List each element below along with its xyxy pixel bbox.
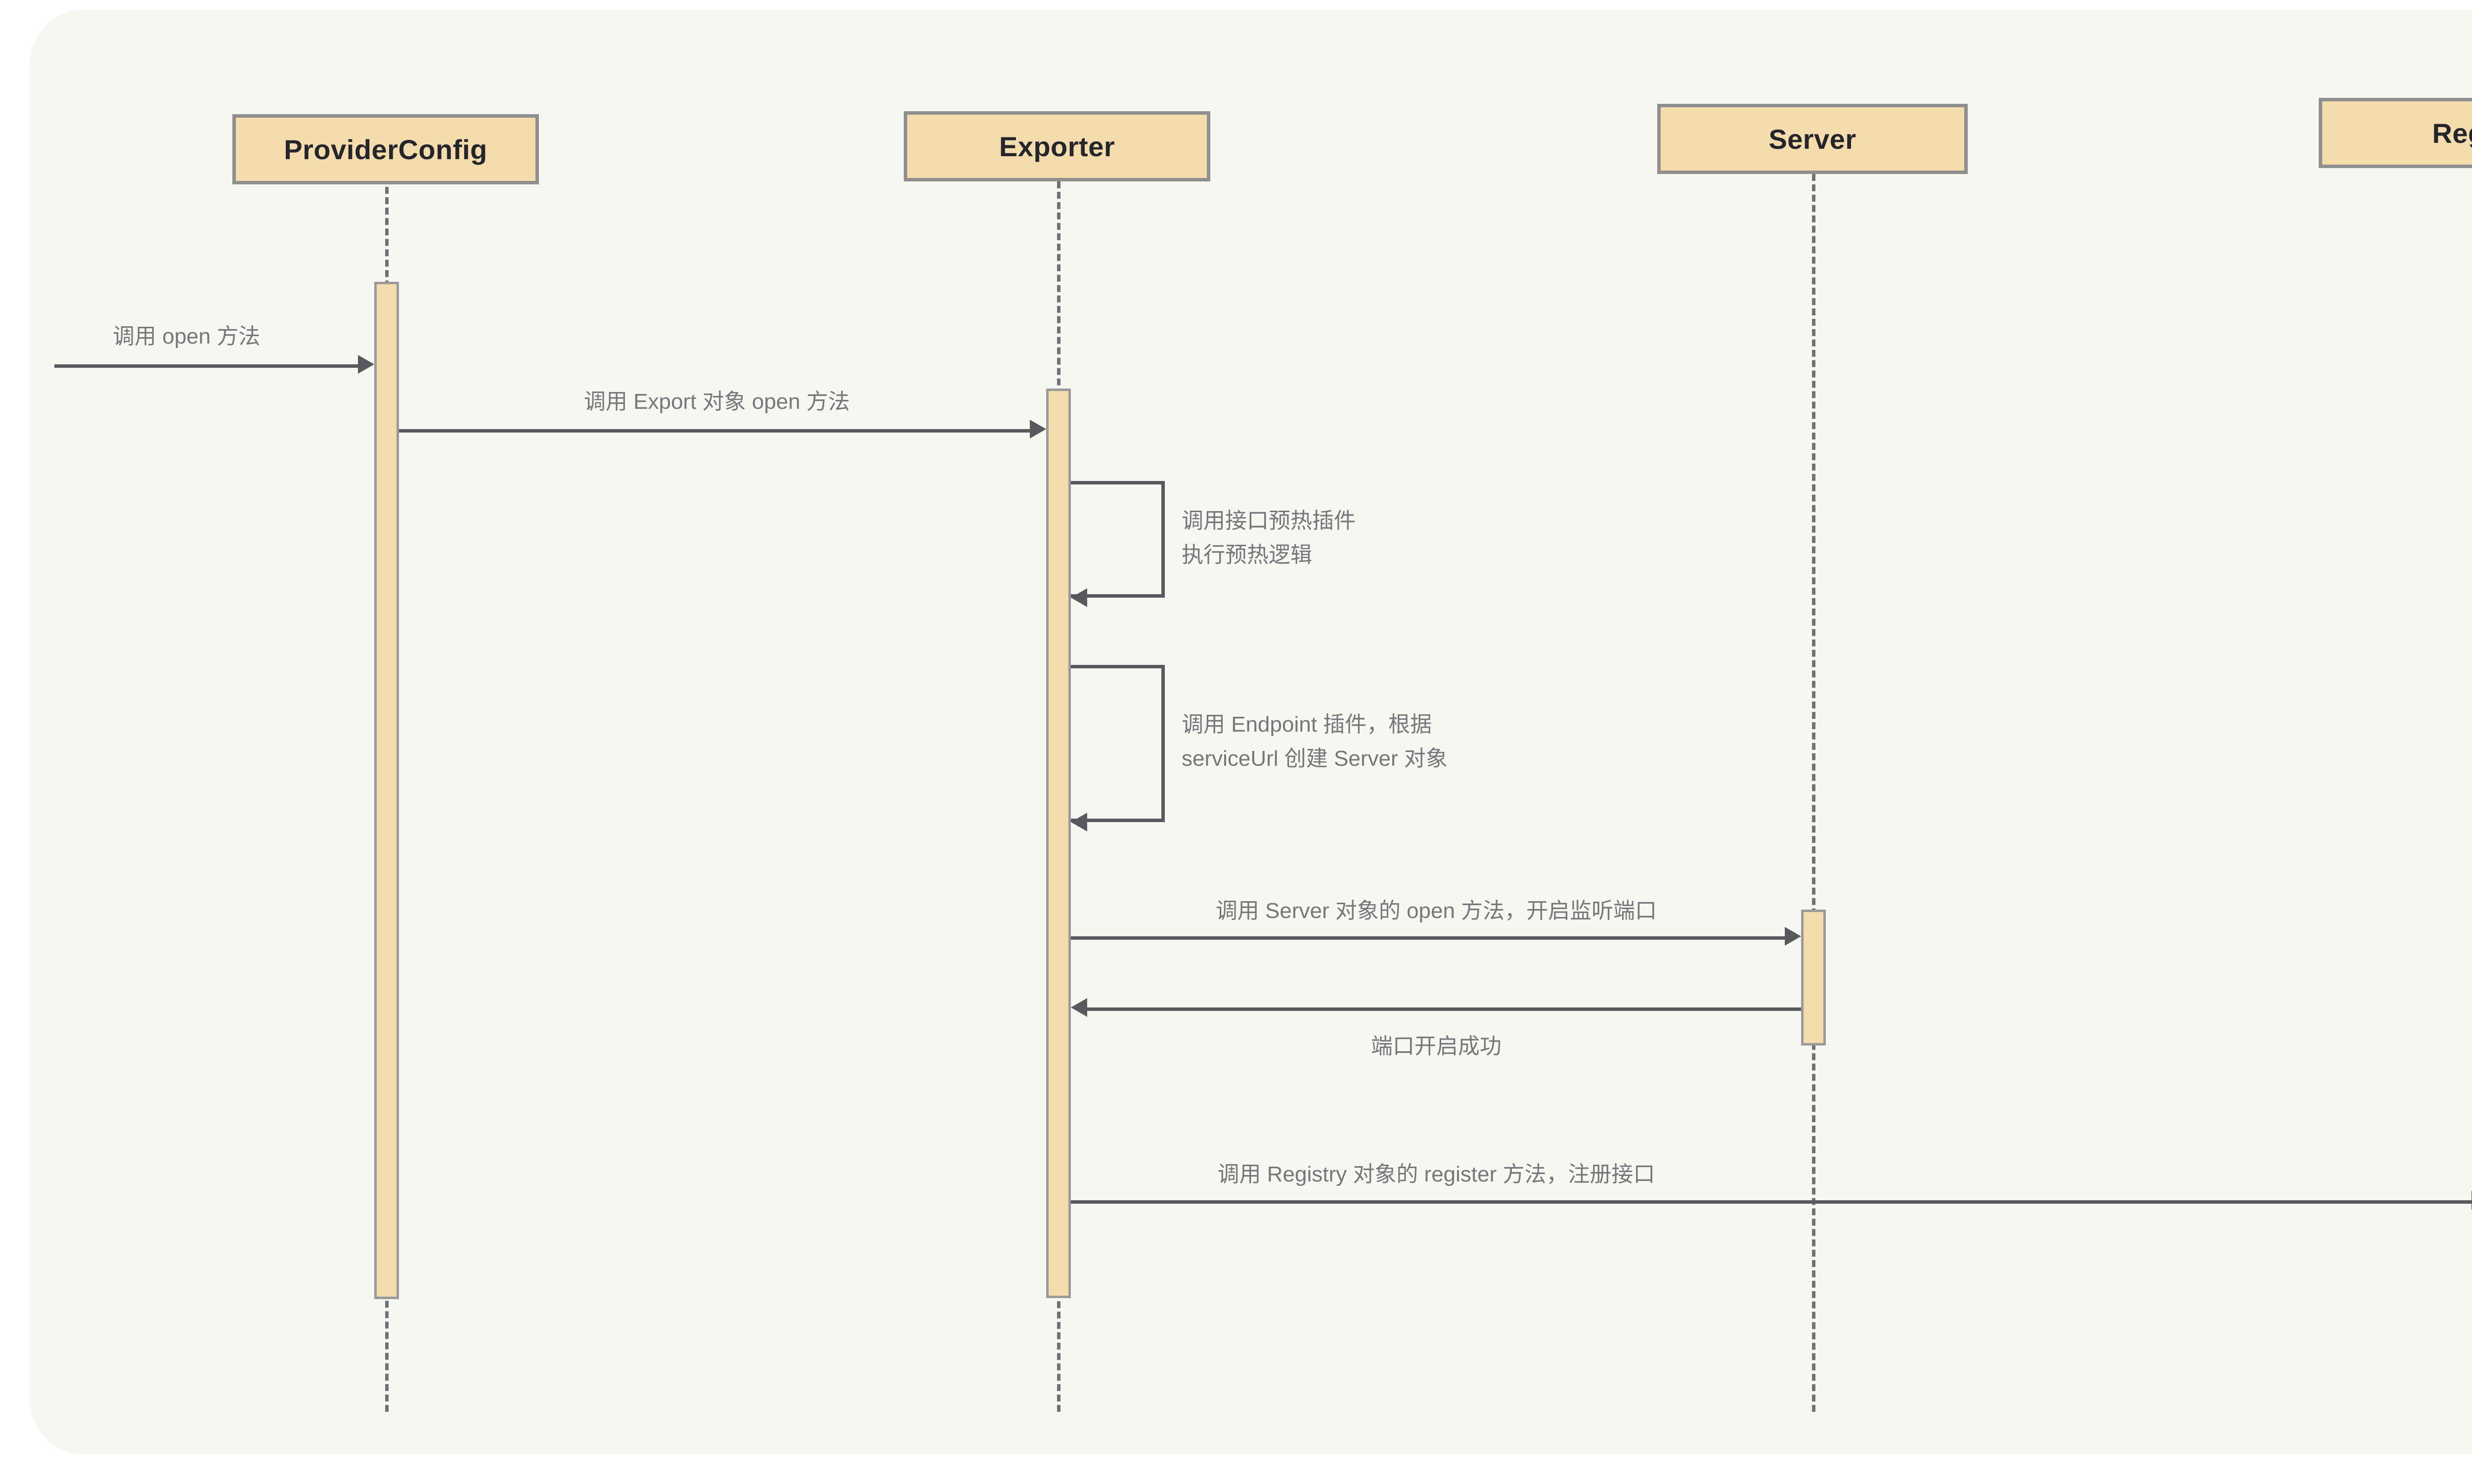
arrowhead-m2: [1030, 420, 1046, 438]
diagram-canvas: [30, 10, 2472, 1454]
message-line-m1: [54, 364, 358, 368]
message-label-m3-line1: 调用接口预热插件: [1182, 509, 1356, 533]
activation-providerconfig: [374, 282, 399, 1299]
arrowhead-m6: [1071, 998, 1087, 1017]
message-label-m2: 调用 Export 对象 open 方法: [584, 390, 850, 414]
arrowhead-m4: [1071, 813, 1087, 831]
message-line-m7: [1071, 1200, 2472, 1204]
participant-label-registry: Registry: [2432, 117, 2472, 149]
message-label-m4: 调用 Endpoint 插件，根据 serviceUrl 创建 Server 对象: [1182, 708, 1448, 776]
participant-providerconfig[interactable]: ProviderConfig: [232, 114, 539, 184]
participant-label-server: Server: [1768, 123, 1856, 155]
participant-exporter[interactable]: Exporter: [904, 111, 1210, 181]
arrowhead-m3: [1071, 588, 1087, 607]
participant-server[interactable]: Server: [1657, 104, 1968, 174]
message-label-m4-line1: 调用 Endpoint 插件，根据: [1182, 712, 1432, 737]
message-line-m2: [399, 429, 1030, 433]
message-label-m7: 调用 Registry 对象的 register 方法，注册接口: [1217, 1162, 1655, 1186]
selfloop-box-m4: [1071, 665, 1165, 822]
participant-label-providerconfig: ProviderConfig: [284, 133, 487, 165]
message-label-m6: 端口开启成功: [1371, 1034, 1501, 1058]
message-line-m5: [1071, 936, 1785, 940]
participant-label-exporter: Exporter: [999, 131, 1115, 162]
message-label-m3-line2: 执行预热逻辑: [1182, 542, 1312, 567]
arrowhead-m5: [1785, 927, 1801, 946]
activation-exporter: [1046, 389, 1071, 1298]
arrowhead-m1: [358, 355, 374, 374]
message-label-m3: 调用接口预热插件执行预热逻辑: [1182, 504, 1356, 572]
message-label-m1: 调用 open 方法: [113, 324, 261, 349]
lifeline-server: [1812, 174, 1815, 1412]
activation-server: [1801, 910, 1826, 1046]
participant-registry[interactable]: Registry: [2319, 98, 2472, 168]
message-label-m5: 调用 Server 对象的 open 方法，开启监听端口: [1215, 899, 1657, 923]
message-label-m4-line2: serviceUrl 创建 Server 对象: [1182, 746, 1448, 771]
message-line-m6: [1087, 1007, 1801, 1011]
selfloop-box-m3: [1071, 481, 1165, 598]
